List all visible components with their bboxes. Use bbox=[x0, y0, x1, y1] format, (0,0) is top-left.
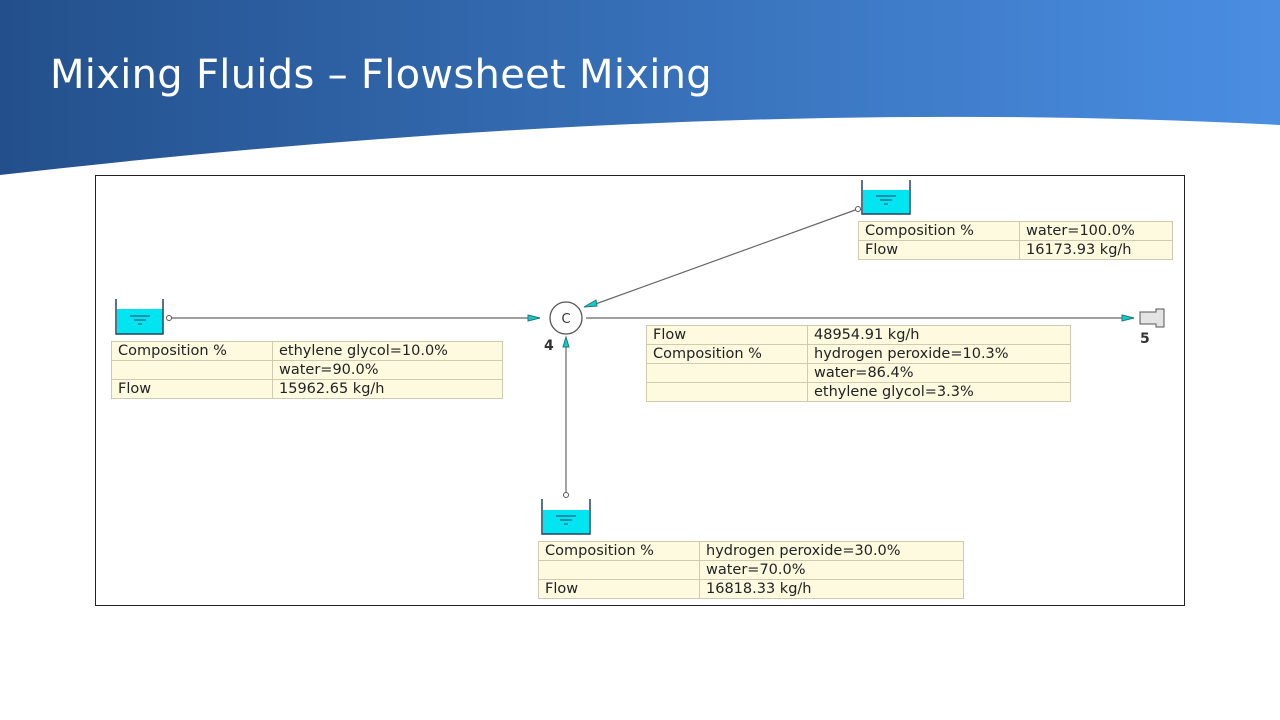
table-row: ethylene glycol=3.3% bbox=[646, 382, 1071, 402]
property-value: 15962.65 kg/h bbox=[272, 379, 503, 399]
table-row: Composition %hydrogen peroxide=30.0% bbox=[538, 541, 964, 561]
tank-icon-top bbox=[855, 180, 911, 215]
arrow-icon bbox=[1121, 314, 1135, 322]
product-sink-icon bbox=[1139, 308, 1165, 328]
flowsheet-canvas bbox=[95, 175, 1185, 606]
mixer-icon: C bbox=[549, 301, 583, 335]
property-label: Composition % bbox=[538, 541, 700, 561]
property-value: water=86.4% bbox=[807, 363, 1071, 383]
property-label bbox=[646, 363, 808, 383]
arrow-icon bbox=[562, 335, 570, 348]
property-value: water=70.0% bbox=[699, 560, 964, 580]
stream-table-hydrogen-peroxide-feed: Composition %hydrogen peroxide=30.0%wate… bbox=[538, 541, 964, 599]
table-row: Composition %hydrogen peroxide=10.3% bbox=[646, 344, 1071, 364]
property-label: Flow bbox=[646, 325, 808, 345]
table-row: Composition %ethylene glycol=10.0% bbox=[111, 341, 503, 361]
arrow-icon bbox=[583, 299, 598, 308]
mixer-node-label: 4 bbox=[544, 338, 554, 354]
tank-icon-left bbox=[115, 299, 172, 335]
table-row: water=86.4% bbox=[646, 363, 1071, 383]
stream-table-ethylene-glycol-feed: Composition %ethylene glycol=10.0%water=… bbox=[111, 341, 503, 399]
tank-icon-bottom bbox=[541, 492, 591, 535]
property-label bbox=[538, 560, 700, 580]
property-label: Composition % bbox=[646, 344, 808, 364]
table-row: water=90.0% bbox=[111, 360, 503, 380]
property-label: Flow bbox=[538, 579, 700, 599]
table-row: water=70.0% bbox=[538, 560, 964, 580]
slide-title: Mixing Fluids – Flowsheet Mixing bbox=[50, 52, 712, 98]
property-value: hydrogen peroxide=30.0% bbox=[699, 541, 964, 561]
property-value: water=100.0% bbox=[1019, 221, 1173, 241]
property-value: 48954.91 kg/h bbox=[807, 325, 1071, 345]
property-value: ethylene glycol=3.3% bbox=[807, 382, 1071, 402]
property-label bbox=[646, 382, 808, 402]
property-value: 16818.33 kg/h bbox=[699, 579, 964, 599]
product-node-label: 5 bbox=[1140, 331, 1150, 347]
property-label: Flow bbox=[111, 379, 273, 399]
svg-text:C: C bbox=[561, 312, 570, 327]
property-value: ethylene glycol=10.0% bbox=[272, 341, 503, 361]
stream-line-top bbox=[589, 208, 859, 307]
arrow-icon bbox=[527, 314, 541, 322]
property-label: Flow bbox=[858, 240, 1020, 260]
property-value: water=90.0% bbox=[272, 360, 503, 380]
property-label bbox=[111, 360, 273, 380]
property-value: hydrogen peroxide=10.3% bbox=[807, 344, 1071, 364]
property-value: 16173.93 kg/h bbox=[1019, 240, 1173, 260]
property-label: Composition % bbox=[111, 341, 273, 361]
property-label: Composition % bbox=[858, 221, 1020, 241]
title-banner bbox=[0, 0, 1280, 175]
table-row: Composition %water=100.0% bbox=[858, 221, 1173, 241]
